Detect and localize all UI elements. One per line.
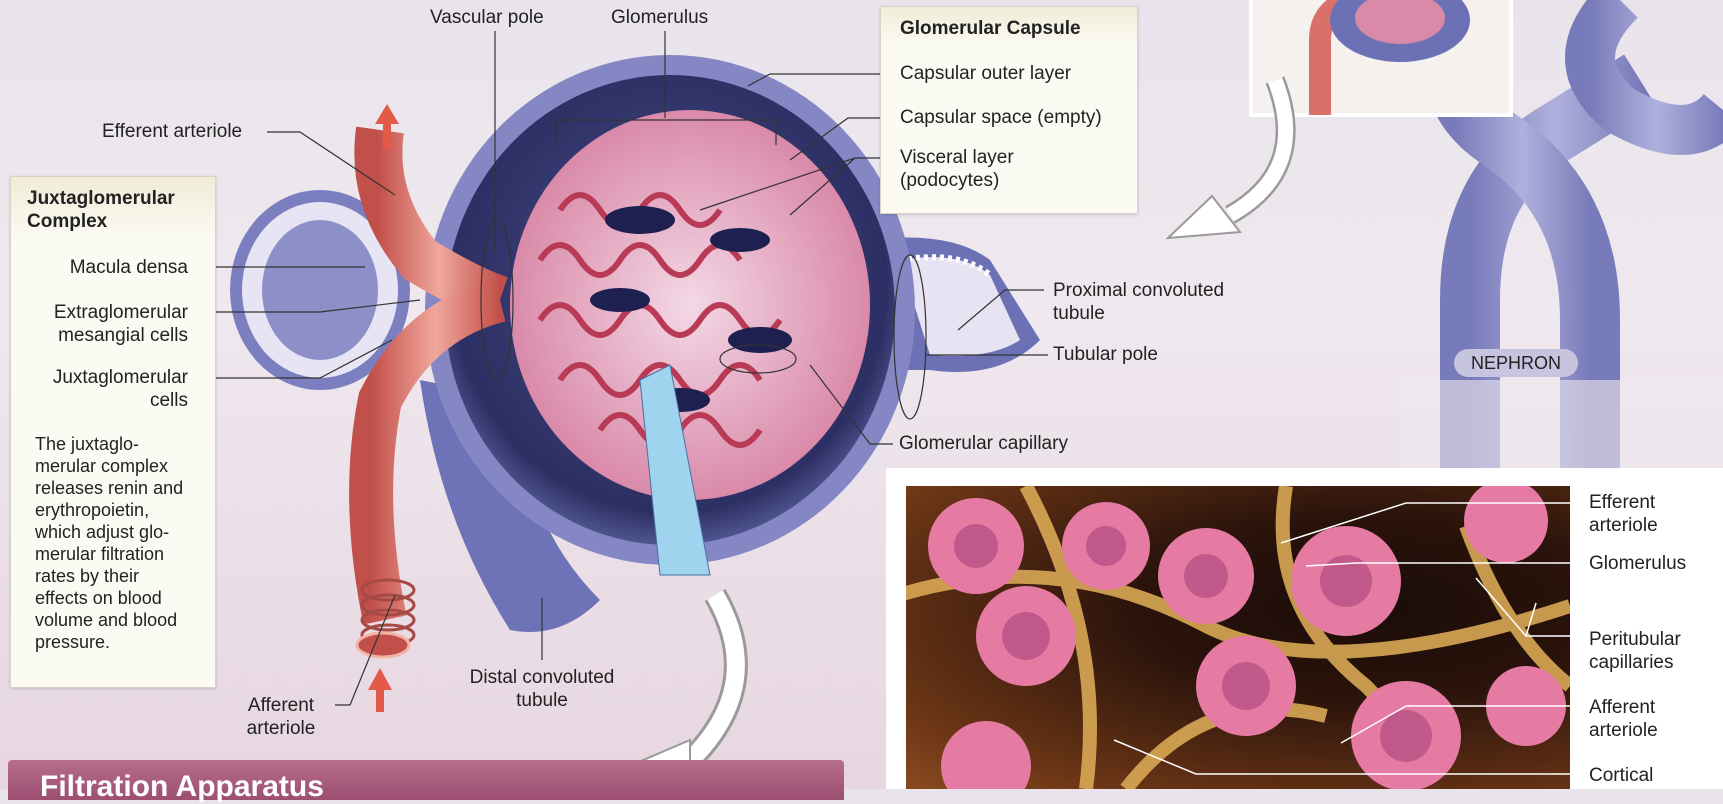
filtration-apparatus-banner: Filtration Apparatus — [8, 760, 844, 800]
tubular-pole-label: Tubular pole — [1053, 343, 1158, 366]
banner-title: Filtration Apparatus — [40, 770, 324, 804]
distal-convoluted-tubule-label: Distal convoluted tubule — [452, 666, 632, 712]
nephron-label: NEPHRON — [1454, 349, 1578, 377]
capsular-outer-layer-label: Capsular outer layer — [900, 62, 1071, 85]
photo-cortical-label: Cortical — [1589, 764, 1653, 787]
photo-glomerulus-label: Glomerulus — [1589, 552, 1686, 575]
vascular-pole-label: Vascular pole — [430, 6, 544, 29]
micrograph-panel: Efferent arteriole Glomerulus Peritubula… — [886, 468, 1723, 789]
glomerular-capillary-label: Glomerular capillary — [899, 432, 1068, 455]
capsular-space-label: Capsular space (empty) — [900, 106, 1102, 129]
glomerulus-label: Glomerulus — [611, 6, 708, 29]
visceral-layer-label: Visceral layer (podocytes) — [900, 146, 1014, 192]
photo-efferent-label: Efferent arteriole — [1589, 491, 1658, 537]
extraglomerular-mesangial-label: Extraglomerular mesangial cells — [20, 301, 188, 347]
juxtaglomerular-complex-title: Juxtaglomerular Complex — [11, 177, 215, 239]
macula-densa-label: Macula densa — [20, 256, 188, 279]
juxtaglomerular-description: The juxtaglo- merular complex releases r… — [35, 433, 210, 653]
afferent-arteriole-label: Afferent arteriole — [236, 694, 326, 740]
proximal-convoluted-tubule-label: Proximal convoluted tubule — [1053, 279, 1224, 325]
photo-afferent-label: Afferent arteriole — [1589, 696, 1658, 742]
efferent-arteriole-label: Efferent arteriole — [102, 120, 242, 143]
juxtaglomerular-cells-label: Juxtaglomerular cells — [20, 366, 188, 412]
photo-peritubular-label: Peritubular capillaries — [1589, 628, 1681, 674]
glomerular-capsule-title: Glomerular Capsule — [881, 7, 1137, 46]
